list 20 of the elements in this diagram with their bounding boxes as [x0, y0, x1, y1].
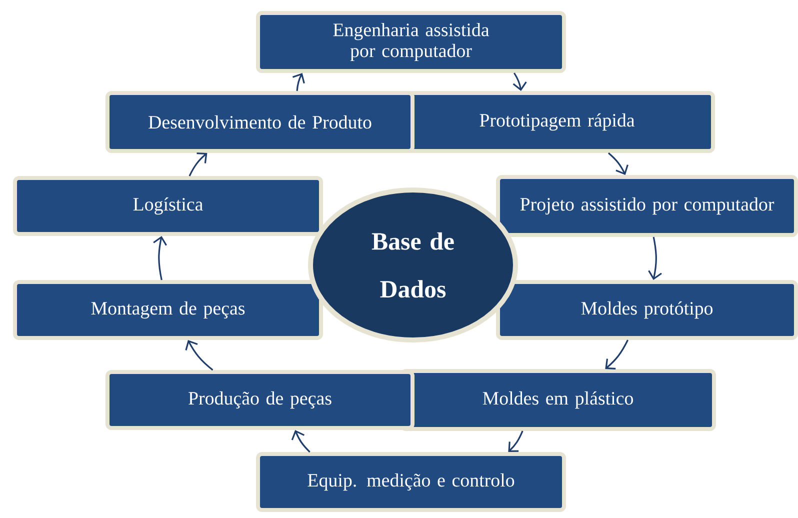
process-box: Prototipagem rápida: [399, 91, 715, 153]
arrow: [188, 152, 208, 176]
process-box: Produção de peças: [106, 370, 414, 430]
process-box: Moldes em plástico: [400, 369, 716, 431]
process-box: Montagem de peças: [13, 280, 323, 340]
arrow: [291, 430, 310, 453]
arrow: [648, 236, 662, 280]
process-box: Equip. medição e controlo: [256, 452, 566, 512]
arrow: [512, 72, 527, 91]
process-box: Moldes protótipo: [496, 280, 798, 340]
process-box: Desenvolvimento de Produto: [106, 91, 414, 153]
arrow: [508, 430, 524, 452]
process-box: Projeto assistido por computador: [496, 175, 798, 237]
arrow: [605, 340, 628, 370]
arrow: [608, 152, 628, 175]
process-box: Logística: [13, 176, 323, 236]
arrow: [185, 340, 214, 371]
arrow: [153, 236, 167, 280]
process-box: Engenharia assistida por computador: [256, 11, 566, 73]
arrow: [292, 73, 305, 92]
